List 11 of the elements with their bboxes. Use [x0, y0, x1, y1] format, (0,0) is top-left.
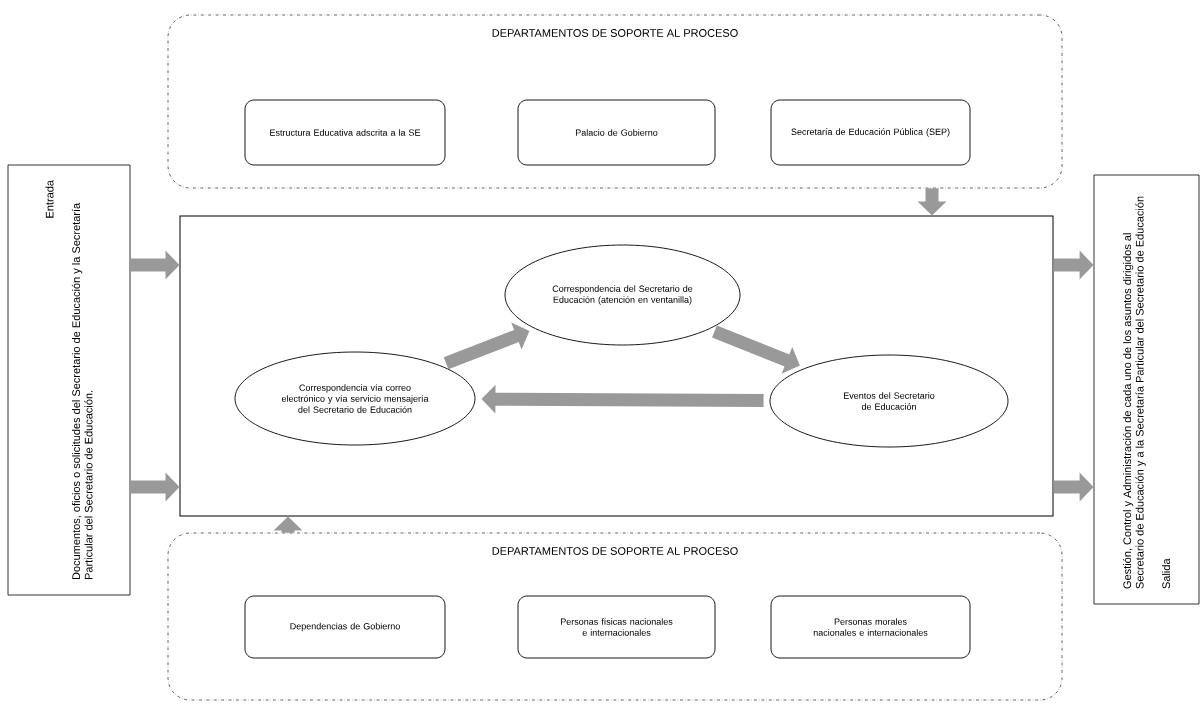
io-box: Gestión, Control y Administración de cada uno de los asuntos dirigidos al Secretario de Educación y a la Secretaría Particular del Secretario de Educación Salida	[1093, 174, 1200, 605]
group-heading: DEPARTAMENTOS DE SOPORTE AL PROCESO	[492, 547, 738, 555]
process-box: Estructura Educativa adscrita a la SE	[244, 99, 446, 166]
process-box: Dependencias de Gobierno	[244, 595, 446, 659]
process-box: Personas morales nacionales e internacionales	[770, 595, 971, 659]
process-box: Secretaría de Educación Pública (SEP)	[770, 99, 971, 166]
process-box: Personas físicas nacionales e internacionales	[517, 595, 716, 659]
process-box: Palacio de Gobierno	[517, 99, 716, 166]
group-heading: DEPARTAMENTOS DE SOPORTE AL PROCESO	[492, 29, 738, 37]
io-box: Entrada Documentos, oficios o solicitudes del Secretario de Educación y la Secretaría Particular del Secretario de Educación.	[7, 164, 131, 596]
process-frame	[179, 215, 1054, 517]
